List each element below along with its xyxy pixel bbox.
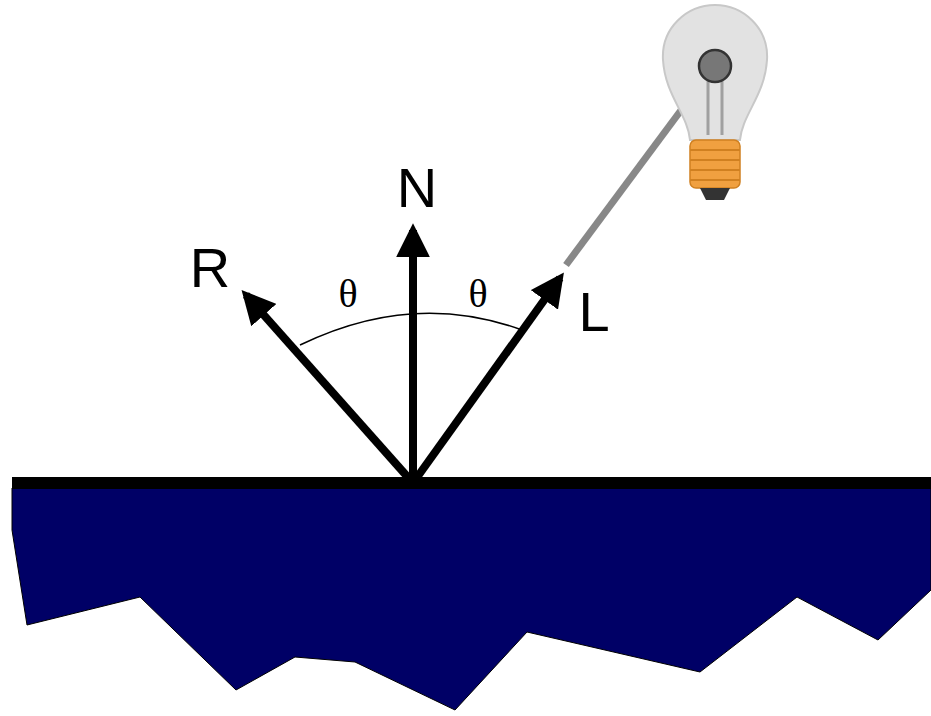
light-bulb <box>663 5 767 200</box>
reflect-vector <box>246 295 413 483</box>
vector-label: R <box>190 240 230 296</box>
vector-label: L <box>578 284 609 340</box>
angle-label: θ <box>338 274 357 314</box>
normal-vector <box>409 230 417 483</box>
angle-label: θ <box>468 274 487 314</box>
surface-line <box>12 477 931 489</box>
surface-body <box>12 488 931 710</box>
vector-label: N <box>397 160 437 216</box>
